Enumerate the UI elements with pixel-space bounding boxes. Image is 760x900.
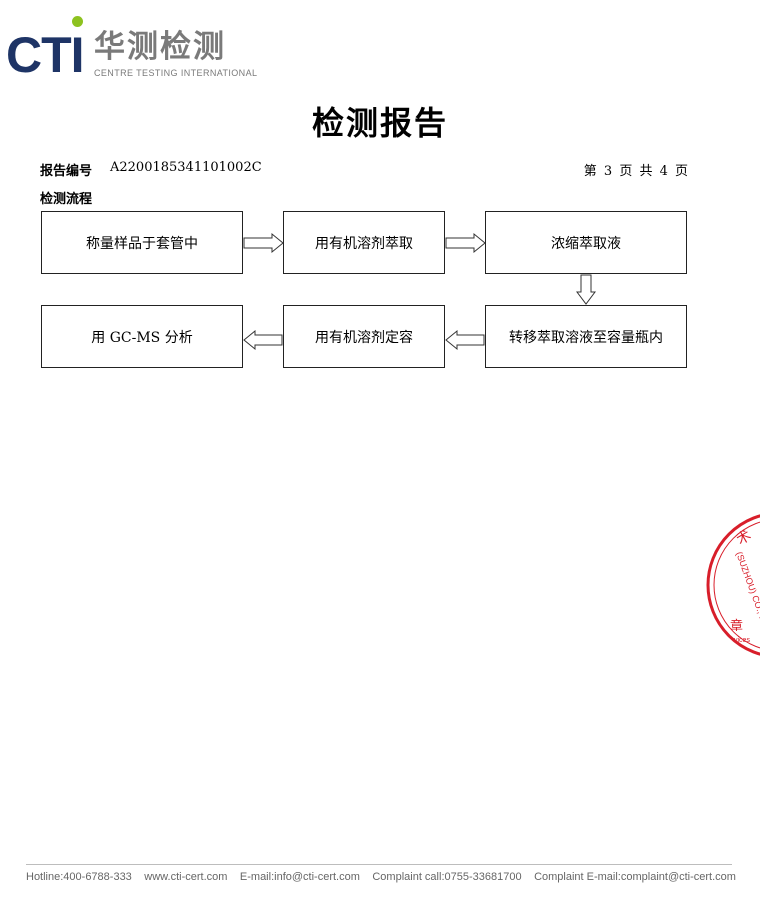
logo-cti-text: CTI xyxy=(6,27,85,83)
footer-email: E-mail:info@cti-cert.com xyxy=(239,871,360,883)
logo-english-name: CENTRE TESTING INTERNATIONAL xyxy=(94,68,258,78)
page-info: 第 3 页 共 4 页 xyxy=(583,164,688,179)
footer-divider xyxy=(26,864,732,865)
arrow-down-icon xyxy=(576,274,596,305)
arrow-left-icon xyxy=(445,329,485,351)
flow-step-6: 用 GC-MS 分析 xyxy=(41,305,243,368)
flow-arrows xyxy=(243,232,596,351)
report-number-label: 报告编号 xyxy=(40,164,93,179)
footer-hotline: Hotline:400-6788-333 xyxy=(26,871,132,883)
company-seal-stamp: 术 (SUZHOU) CO., LTD. 章 vices xyxy=(706,514,760,656)
footer-complaint-call: Complaint call:0755-33681700 xyxy=(372,871,522,883)
flow-section-label: 检测流程 xyxy=(40,192,93,207)
seal-fragment-4: vices xyxy=(734,637,750,644)
seal-fragment-3: 章 xyxy=(730,618,743,634)
seal-fragment-1: 术 xyxy=(734,528,754,549)
flow-step-4: 转移萃取溶液至容量瓶内 xyxy=(485,305,687,368)
arrow-right-icon xyxy=(243,232,284,254)
footer-complaint-email: Complaint E-mail:complaint@cti-cert.com xyxy=(534,871,736,883)
flow-step-5: 用有机溶剂定容 xyxy=(283,305,445,368)
page-footer: Hotline:400-6788-333 www.cti-cert.com E-… xyxy=(26,871,736,883)
footer-website: www.cti-cert.com xyxy=(144,871,228,883)
logo-chinese-name: 华测检测 xyxy=(94,29,226,65)
flow-step-2: 用有机溶剂萃取 xyxy=(283,211,445,274)
report-number: A2200185341101002C xyxy=(110,160,262,175)
arrow-left-icon xyxy=(243,329,283,351)
document-title: 检测报告 xyxy=(311,104,448,142)
company-logo: CTI 华测检测 CENTRE TESTING INTERNATIONAL xyxy=(6,16,258,83)
flow-step-3: 浓缩萃取液 xyxy=(485,211,687,274)
arrow-right-icon xyxy=(445,232,486,254)
logo-dot xyxy=(72,16,83,27)
flow-step-1: 称量样品于套管中 xyxy=(41,211,243,274)
